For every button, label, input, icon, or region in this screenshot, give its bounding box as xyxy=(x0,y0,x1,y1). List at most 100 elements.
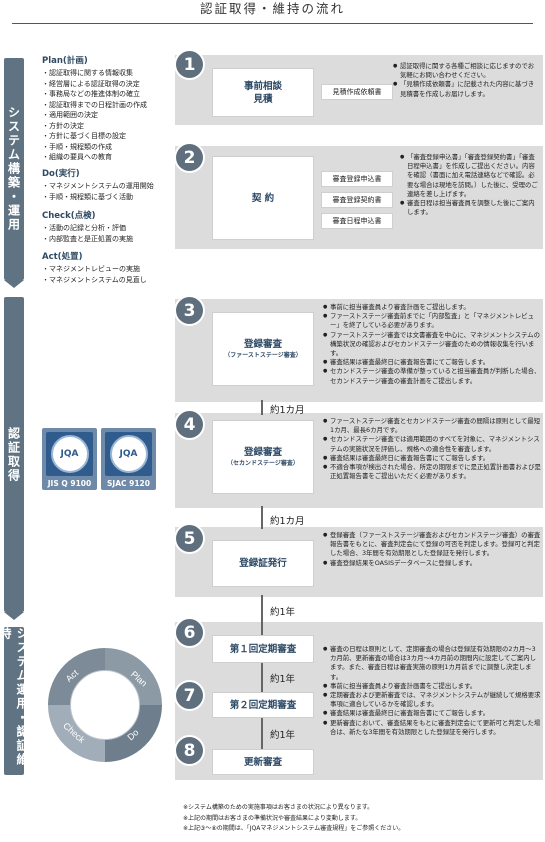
step1-number: 1 xyxy=(176,51,203,78)
step2-title: 契 約 xyxy=(251,192,275,204)
pdca-item: ・手順・規程類に基づく活動 xyxy=(42,192,133,201)
step3-box: 登録審査 （ファーストステージ審査） xyxy=(212,312,314,386)
pdca-item: ・マネジメントシステムの見直し xyxy=(42,275,147,284)
step8-title: 更新審査 xyxy=(243,756,282,768)
phase-label-acquire: 認証取得 xyxy=(6,426,21,483)
jqa-logo-icon: JQA xyxy=(109,435,148,473)
note-item: ファーストステージ審査前までに「内部監査」と「マネジメントレビュー」を終了してい… xyxy=(323,312,541,330)
note-item: 事前に担当審査員より審査計画をご提出します。 xyxy=(323,303,541,312)
cycle-center xyxy=(72,672,138,738)
note-item: 審査の日程は原則として、定期審査の場合は登録証有効期限の2カ月～3カ月前、更新審… xyxy=(323,645,541,682)
badge-label: SJAC 9120 xyxy=(107,479,150,488)
connector-line-5-6 xyxy=(261,595,263,635)
connector-3-4: 約1カ月 xyxy=(270,405,305,416)
step3-subtitle: （ファーストステージ審査） xyxy=(224,352,302,359)
note-item: セカンドステージ審査では適用範囲のすべてを対象に、マネジメントシステムの実施状況… xyxy=(323,435,541,453)
note-item: ファーストステージ審査とセカンドステージ審査の間隔は原則として最短1カ月、最長6… xyxy=(323,417,541,435)
cycle-arc-plan xyxy=(104,648,162,706)
step6-title: 第１回定期審査 xyxy=(229,643,297,655)
badge-emblem: JQA xyxy=(105,432,152,476)
note-item: 審査結果は審査最終日に審査報告書にてご報告します。 xyxy=(323,454,541,463)
step7-box: 第２回定期審査 xyxy=(212,692,314,718)
pdca-item: ・方針の決定 xyxy=(42,121,84,130)
pdca-act: Act(処置) ・マネジメントレビューの実施 ・マネジメントシステムの見直し xyxy=(42,251,147,285)
phase-label-maintain: システム運用・認証維持 xyxy=(0,627,29,767)
connector-line-6-7 xyxy=(261,661,263,694)
pdca-item: ・事務局などの推進体制の確立 xyxy=(42,90,140,98)
pdca-item: ・方針に基づく目標の設定 xyxy=(42,132,126,140)
step1-title-line1: 事前相談 xyxy=(243,80,282,92)
footnote: ※上記③～⑧の期間は、「JQAマネジメントシステム審査規程」をご参照ください。 xyxy=(183,825,405,832)
step7-number: 7 xyxy=(176,682,203,709)
pdca-item: ・内部監査と是正処置の実施 xyxy=(42,234,133,243)
step2-number: 2 xyxy=(176,144,203,171)
step7-title: 第２回定期審査 xyxy=(229,699,297,711)
connector-4-5: 約1カ月 xyxy=(270,516,305,527)
step5-number: 5 xyxy=(176,525,203,552)
note-item: 審査結果は審査最終日に審査報告書にてご報告します。 xyxy=(323,709,541,718)
note-item: 事前に担当審査員より審査計画書をご提出します。 xyxy=(323,682,541,691)
pdca-act-heading: Act(処置) xyxy=(42,252,83,262)
phase-bar-acquire: 認証取得 xyxy=(4,297,24,620)
note-item: ファーストステージ審査では文書審査を中心に、マネジメントシステムの構築状況の確認… xyxy=(323,331,541,359)
pdca-plan-heading: Plan(計画) xyxy=(42,56,88,66)
phase-arrow-acquire xyxy=(4,612,24,620)
step4-box: 登録審査 （セカンドステージ審査） xyxy=(212,420,314,494)
pdca-do: Do(実行) ・マネジメントシステムの運用開始 ・手順・規程類に基づく活動 xyxy=(42,168,154,202)
step2-box: 契 約 xyxy=(212,156,314,240)
step3-number: 3 xyxy=(176,297,203,324)
step2-notes: 「審査登録申込書」「審査登録契約書」「審査日程申込書」を作成しご提出ください。内… xyxy=(400,153,539,217)
step6-number: 6 xyxy=(176,619,203,646)
step5-title: 登録証発行 xyxy=(239,558,287,569)
step1-title-line2: 見積 xyxy=(253,93,273,105)
cycle-arc-check xyxy=(48,704,106,762)
step1-notes: 認証取得に関する各種ご相談に応じますのでお気軽にお問い合わせください。 「見積作… xyxy=(393,62,539,99)
step4-title: 登録審査 xyxy=(243,447,282,458)
doc-registration-application: 審査登録申込書 xyxy=(321,171,393,187)
badge-label: JIS Q 9100 xyxy=(47,479,92,488)
step8-box: 更新審査 xyxy=(212,749,314,775)
note-item: 「見積作成依頼書」に記載された内容に基づき見積書を作成しお届けします。 xyxy=(393,80,539,98)
step1-box: 事前相談 見積 xyxy=(212,68,314,117)
pdca-item: ・経営層による認証取得の決定 xyxy=(42,79,140,88)
note-item: 審査登録結果をOASISデータベースに登録します。 xyxy=(323,559,541,568)
step6-box: 第１回定期審査 xyxy=(212,635,314,663)
note-item: 不適合事項が検出された場合、所定の期限までに是正処置計画書および是正処置報告書を… xyxy=(323,463,541,481)
badge-emblem: JQA xyxy=(46,432,93,476)
pdca-check-heading: Check(点検) xyxy=(42,211,96,221)
pdca-item: ・マネジメントレビューの実施 xyxy=(42,265,140,273)
doc-estimate-request: 見積作成依頼書 xyxy=(321,84,393,100)
step678-notes: 審査の日程は原則として、定期審査の場合は登録証有効期限の2カ月～3カ月前、更新審… xyxy=(323,645,541,737)
phase-arrow-build xyxy=(4,280,24,288)
connector-line-3-4 xyxy=(261,400,263,415)
connector-line-4-5 xyxy=(261,506,263,529)
step4-number: 4 xyxy=(176,411,203,438)
step5-box: 登録証発行 xyxy=(212,540,314,587)
connector-5-6: 約1年 xyxy=(270,607,296,618)
connector-7-8: 約1年 xyxy=(270,730,296,741)
badge-sjac9120: JQA SJAC 9120 xyxy=(101,428,156,490)
pdca-item: ・認証取得に関する情報収集 xyxy=(42,69,133,77)
pdca-item: ・マネジメントシステムの運用開始 xyxy=(42,182,154,190)
step3-title: 登録審査 xyxy=(243,339,282,350)
phase-bar-build: システム構築・運用 xyxy=(4,58,24,288)
page-title: 認証取得・維持の流れ xyxy=(199,1,345,16)
note-item: 「審査登録申込書」「審査登録契約書」「審査日程申込書」を作成しご提出ください。内… xyxy=(400,153,539,199)
footnotes: ※システム構築のための実施事項はお客さまの状況により異なります。 ※上記の期間は… xyxy=(183,803,404,835)
pdca-do-heading: Do(実行) xyxy=(42,169,80,179)
jqa-logo-icon: JQA xyxy=(50,435,89,473)
step4-subtitle: （セカンドステージ審査） xyxy=(227,460,299,467)
pdca-plan: Plan(計画) ・認証取得に関する情報収集 ・経営層による認証取得の決定 ・事… xyxy=(42,55,147,163)
cycle-arc-do xyxy=(104,704,162,762)
footnote: ※上記の期間はお客さまの準備状況や審査結果により変動します。 xyxy=(183,814,362,822)
pdca-check: Check(点検) ・活動の記録と分析・評価 ・内部監査と是正処置の実施 xyxy=(42,210,133,244)
phase-bar-maintain: システム運用・認証維持 xyxy=(0,627,29,775)
pdca-item: ・活動の記録と分析・評価 xyxy=(42,224,126,232)
note-item: 更新審査において、審査結果をもとに審査判定会にて更新可と判定した場合は、新たな3… xyxy=(323,719,541,737)
note-item: 定期審査および更新審査では、マネジメントシステムが継続して規格要求事項に適合して… xyxy=(323,691,541,709)
cycle-arc-act xyxy=(48,648,106,706)
badge-jisq9100: JQA JIS Q 9100 xyxy=(42,428,97,490)
doc-schedule-application: 審査日程申込書 xyxy=(321,213,393,229)
note-item: 登録審査（ファーストステージ審査およびセカンドステージ審査）の審査報告書をもとに… xyxy=(323,531,541,559)
step4-notes: ファーストステージ審査とセカンドステージ審査の間隔は原則として最短1カ月、最長6… xyxy=(323,417,541,481)
